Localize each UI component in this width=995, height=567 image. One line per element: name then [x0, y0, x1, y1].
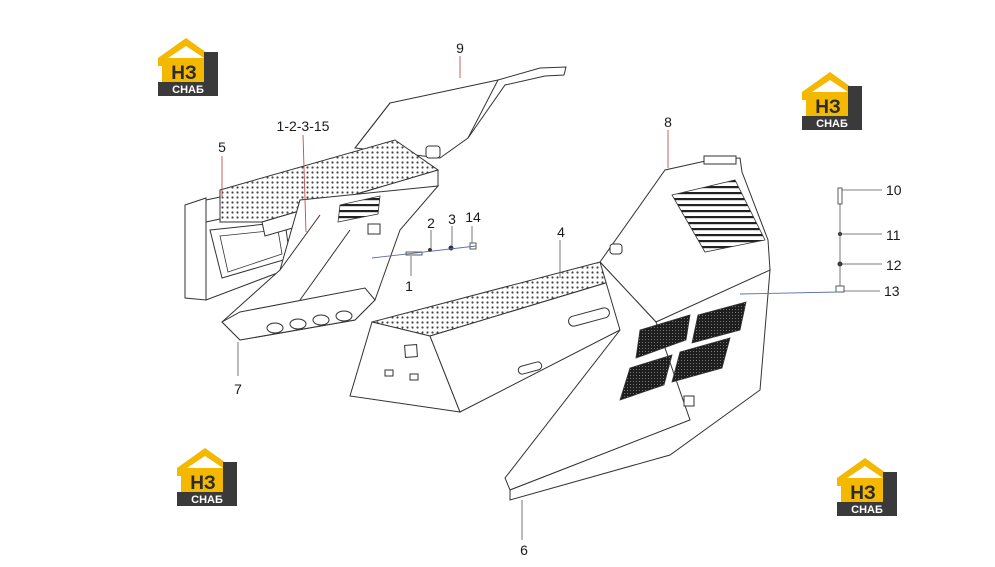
logo-bottom-left: НЗ СНАБ: [177, 448, 237, 506]
logo-top-left: НЗ СНАБ: [158, 38, 218, 96]
callout-8: 8: [664, 114, 672, 130]
callout-10: 10: [886, 182, 902, 198]
logo-caption-text: СНАБ: [191, 494, 223, 506]
leader-lines: [221, 56, 882, 540]
logo-caption-text: СНАБ: [172, 84, 204, 96]
callout-1-2-3-15: 1-2-3-15: [277, 118, 330, 134]
callout-12: 12: [886, 257, 902, 273]
logo-caption-text: СНАБ: [816, 118, 848, 130]
callout-11: 11: [886, 227, 901, 243]
logo-top-right: НЗ СНАБ: [802, 72, 862, 130]
callout-7: 7: [234, 381, 242, 397]
logo-mark-text: НЗ: [171, 63, 197, 84]
logo-bottom-right: НЗ СНАБ: [837, 458, 897, 516]
part-7-base: [221, 185, 440, 341]
logo-mark-text: НЗ: [850, 483, 876, 504]
logo-mark-text: НЗ: [190, 473, 216, 494]
fastener-assembly-left: [371, 242, 477, 259]
part-6-panel: [504, 261, 771, 501]
part-8-cover: [599, 155, 771, 323]
callout-14: 14: [465, 209, 481, 225]
callout-3: 3: [448, 211, 456, 227]
fastener-assembly-right: [739, 187, 845, 295]
callout-2: 2: [427, 215, 435, 231]
logo-mark-text: НЗ: [815, 97, 841, 118]
callout-9: 9: [456, 40, 464, 56]
logo-caption-text: СНАБ: [851, 504, 883, 516]
callout-5: 5: [218, 139, 226, 155]
part-9-lid: [354, 66, 567, 159]
callout-13: 13: [884, 283, 900, 299]
callout-4: 4: [557, 224, 565, 240]
callout-1: 1: [405, 278, 413, 294]
callout-6: 6: [520, 542, 528, 558]
part-4-box: [349, 261, 644, 413]
